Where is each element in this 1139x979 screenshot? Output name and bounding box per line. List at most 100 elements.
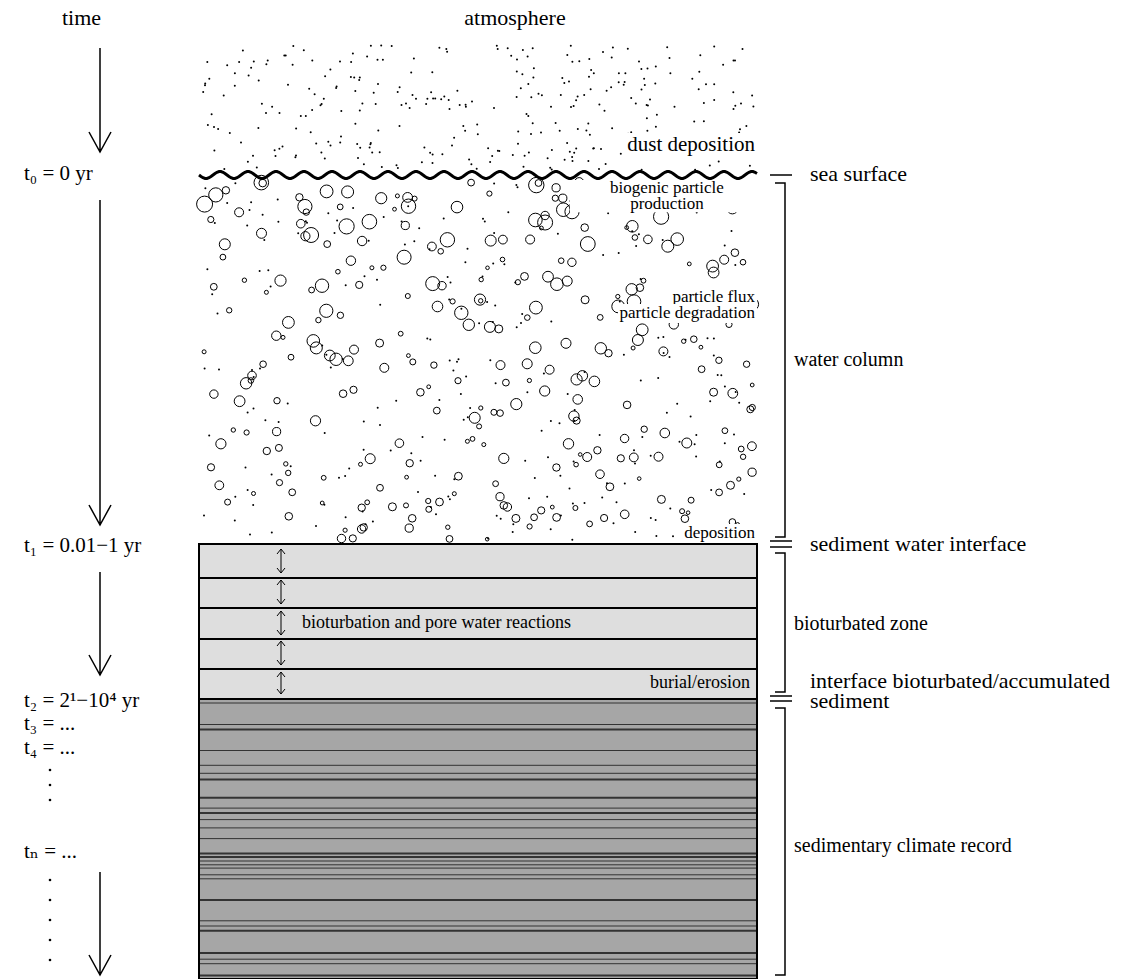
dust-dot [566, 54, 568, 56]
sediment-layer-line [200, 930, 756, 932]
dust-dot [751, 94, 753, 96]
biogenic-particle [350, 386, 357, 393]
dust-dot [577, 95, 579, 97]
mixing-arrow [277, 641, 285, 665]
particle-dot [695, 434, 697, 436]
particle-dot [417, 491, 419, 493]
biogenic-particle [525, 315, 531, 321]
dust-dot [496, 45, 498, 47]
dust-dot [425, 103, 427, 105]
dust-dot [324, 75, 326, 77]
label: sedimentary climate record [792, 834, 1014, 856]
sediment-layer-line [200, 778, 756, 780]
particle-dot [623, 354, 625, 356]
sediment-layer-line [200, 852, 756, 854]
particle-dot [492, 262, 494, 264]
dust-dot [507, 47, 509, 49]
dust-dot [583, 94, 585, 96]
dust-dot [510, 55, 512, 57]
biogenic-particle [310, 342, 322, 354]
particle-dot [713, 355, 715, 357]
biogenic-particle [395, 194, 399, 198]
dust-dot [292, 45, 294, 47]
dust-dot [618, 72, 620, 74]
biogenic-particle [529, 213, 543, 227]
band-layer-line [200, 638, 756, 640]
label: deposition [682, 524, 757, 543]
particle-dot [743, 493, 745, 495]
dust-dot [530, 96, 532, 98]
particle-dot [635, 245, 637, 247]
particle-dot [249, 209, 251, 211]
biogenic-particle [339, 390, 347, 398]
dust-dot [464, 130, 466, 132]
biogenic-particle [631, 346, 635, 350]
biogenic-particle [687, 262, 691, 266]
biogenic-particle [682, 438, 692, 448]
particle-dot [376, 279, 378, 281]
dust-dot [217, 128, 219, 130]
dust-dot [752, 106, 754, 108]
dust-dot [713, 99, 715, 101]
dust-dot [370, 45, 372, 47]
sediment-layer-line [200, 864, 756, 865]
particle-dot [666, 412, 668, 414]
particle-dot [569, 488, 571, 490]
particle-dot [429, 338, 431, 340]
biogenic-particle [530, 301, 543, 314]
particle-dot [218, 369, 220, 371]
dust-dot [654, 83, 656, 85]
biogenic-particle [474, 294, 485, 305]
particle-dot [550, 321, 552, 323]
sediment-layer-line [200, 819, 756, 820]
biogenic-particle [393, 207, 397, 211]
biogenic-particle [495, 325, 503, 333]
mixing-arrow [277, 611, 285, 635]
dust-dot [640, 68, 642, 70]
sediment-layer-line [200, 724, 756, 725]
particle-dot [278, 421, 280, 423]
dust-dot [560, 94, 562, 96]
dust-dot [655, 66, 657, 68]
particle-dot [206, 268, 208, 270]
particle-dot [601, 496, 603, 498]
dust-dot [256, 167, 258, 169]
biogenic-particle [747, 406, 754, 413]
particle-dot [679, 441, 681, 443]
biogenic-particle [417, 389, 425, 397]
brackets [770, 175, 792, 975]
dust-dot [359, 77, 361, 79]
biogenic-particle [463, 319, 474, 330]
particle-dot [250, 201, 252, 203]
sediment-layer-line [200, 963, 756, 964]
biogenic-particle [446, 536, 453, 543]
biogenic-particle [316, 317, 321, 322]
biogenic-particle [405, 475, 409, 479]
dust-dot [516, 58, 518, 60]
dust-dot [202, 91, 204, 93]
particle-dot [262, 214, 264, 216]
dust-dot [703, 102, 705, 104]
dust-dot [369, 146, 371, 148]
label: biogenic particle production [570, 180, 764, 212]
dust-dot [693, 121, 695, 123]
biogenic-particle [620, 510, 629, 519]
particle-dot [364, 275, 366, 277]
label: t₄ = ... [22, 736, 77, 759]
biogenic-particle [626, 284, 637, 295]
particle-dot [287, 402, 289, 404]
particle-dot [618, 252, 620, 254]
particle-dot [500, 518, 502, 520]
dust-dot [229, 132, 231, 134]
biogenic-particle [708, 267, 719, 278]
dust-dot [568, 81, 570, 83]
biogenic-particle [511, 399, 522, 410]
dust-dot [587, 122, 589, 124]
dust-dot [588, 76, 590, 78]
dust-dot [432, 98, 434, 100]
dust-dot [627, 48, 629, 50]
biogenic-particle [562, 276, 572, 286]
dust-dot [295, 128, 297, 130]
particle-dot [638, 233, 640, 235]
dust-dot [311, 59, 313, 61]
